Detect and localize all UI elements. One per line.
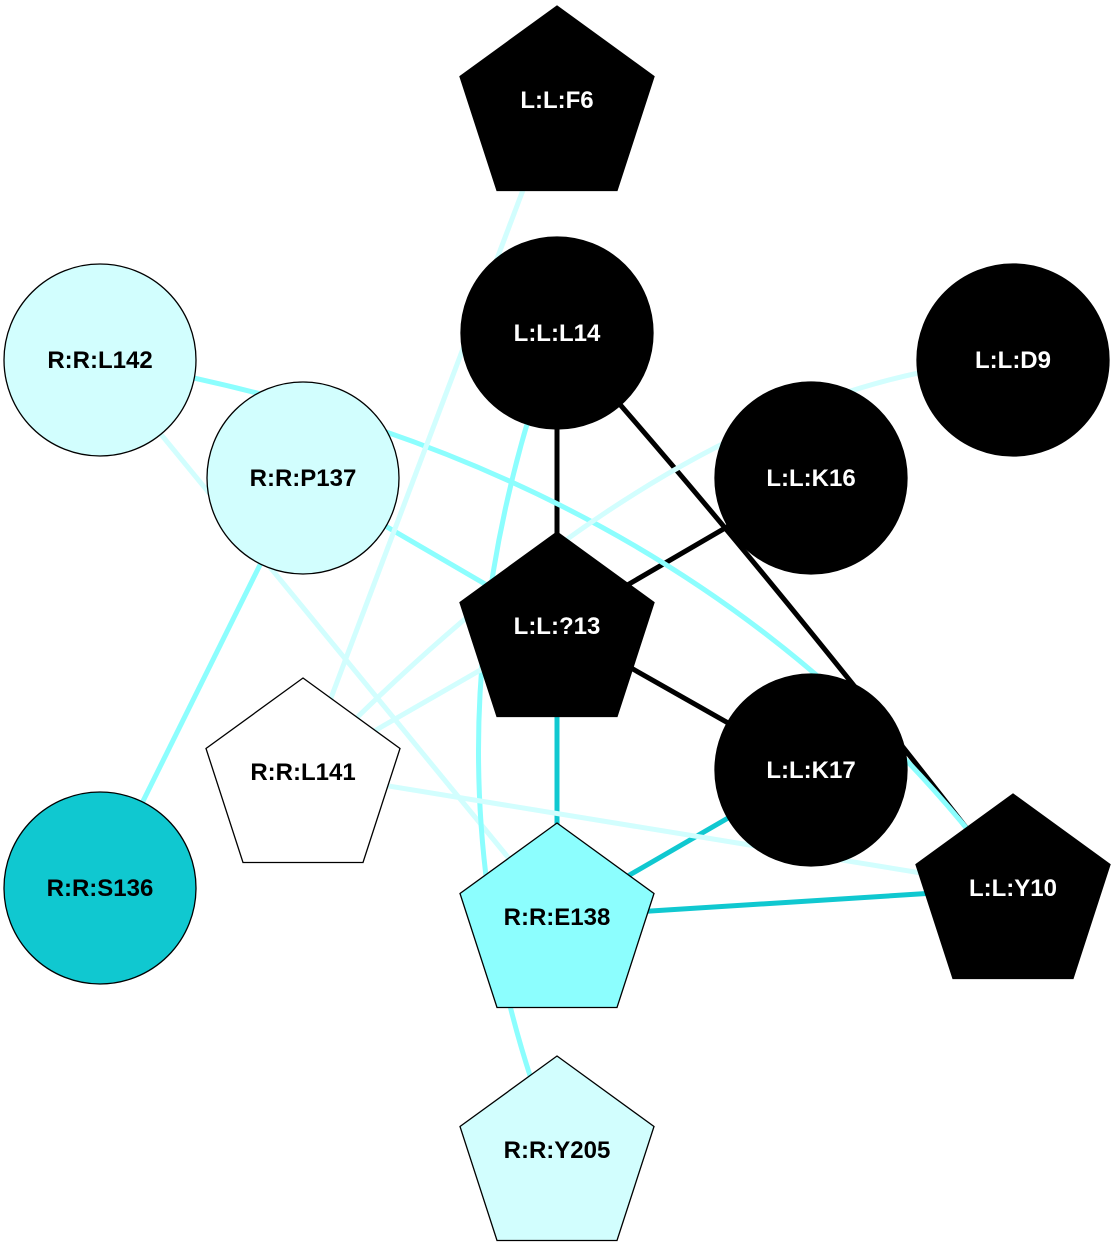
node-label: L:L:?13 xyxy=(514,613,601,640)
node-pentagon xyxy=(915,793,1111,980)
node-p137[interactable]: R:R:P137 xyxy=(206,381,400,575)
node-pentagon xyxy=(459,531,655,718)
node-circle xyxy=(916,263,1110,457)
edge-d9-l141 xyxy=(301,357,1014,774)
node-label: R:R:L141 xyxy=(250,759,355,786)
node-y205[interactable]: R:R:Y205 xyxy=(459,1055,655,1242)
node-circle xyxy=(714,673,908,867)
node-circle xyxy=(714,381,908,575)
node-pentagon xyxy=(459,5,655,192)
node-label: R:R:Y205 xyxy=(504,1137,611,1164)
node-label: L:L:K17 xyxy=(766,757,855,784)
node-d9[interactable]: L:L:D9 xyxy=(916,263,1110,457)
node-k17[interactable]: L:L:K17 xyxy=(714,673,908,867)
node-label: R:R:E138 xyxy=(504,904,611,931)
node-label: L:L:Y10 xyxy=(969,875,1057,902)
node-circle xyxy=(3,791,197,985)
node-circle xyxy=(3,263,197,457)
node-label: R:R:L142 xyxy=(47,347,152,374)
node-l141[interactable]: R:R:L141 xyxy=(205,677,401,864)
node-pentagon xyxy=(459,1055,655,1242)
node-l14[interactable]: L:L:L14 xyxy=(460,236,654,430)
node-label: L:L:D9 xyxy=(975,347,1051,374)
node-circle xyxy=(460,236,654,430)
nodes-layer: L:L:F6L:L:L14L:L:D9L:L:K16L:L:?13L:L:K17… xyxy=(3,5,1111,1242)
node-circle xyxy=(206,381,400,575)
node-label: R:R:P137 xyxy=(250,465,357,492)
node-pentagon xyxy=(205,677,401,864)
node-label: R:R:S136 xyxy=(47,875,154,902)
edge-l14-y205 xyxy=(476,332,560,1151)
edge-l141-y10 xyxy=(302,769,1014,891)
node-pentagon xyxy=(459,822,655,1009)
node-s136[interactable]: R:R:S136 xyxy=(3,791,197,985)
node-f6[interactable]: L:L:F6 xyxy=(459,5,655,192)
node-k16[interactable]: L:L:K16 xyxy=(714,381,908,575)
node-q13[interactable]: L:L:?13 xyxy=(459,531,655,718)
node-e138[interactable]: R:R:E138 xyxy=(459,822,655,1009)
node-l142[interactable]: R:R:L142 xyxy=(3,263,197,457)
node-y10[interactable]: L:L:Y10 xyxy=(915,793,1111,980)
node-label: L:L:K16 xyxy=(766,465,855,492)
node-label: L:L:L14 xyxy=(514,320,601,347)
edge-f6-l141 xyxy=(300,99,560,773)
node-label: L:L:F6 xyxy=(520,87,593,114)
